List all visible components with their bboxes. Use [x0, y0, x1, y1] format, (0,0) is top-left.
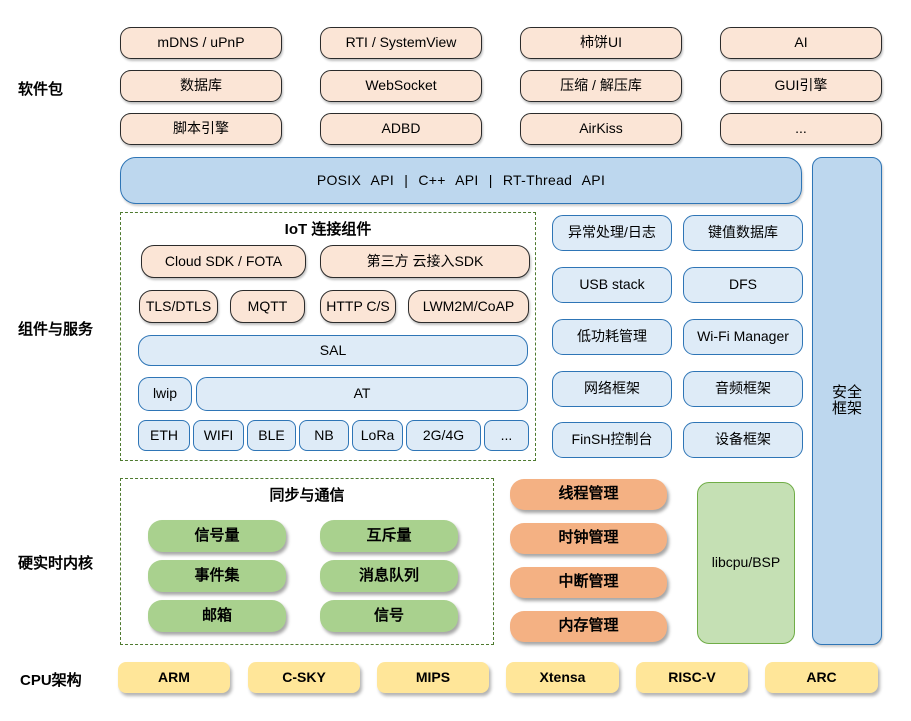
pkg-more: ... [720, 113, 882, 145]
pkg-rti-systemview: RTI / SystemView [320, 27, 482, 59]
svc-dfs: DFS [683, 267, 803, 303]
iot-http-cs: HTTP C/S [320, 290, 396, 323]
iot-link-2g4g: 2G/4G [406, 420, 481, 451]
kernel-interrupt-mgmt: 中断管理 [510, 567, 667, 598]
iot-at-layer: AT [196, 377, 528, 411]
cpu-mips: MIPS [377, 662, 489, 693]
pkg-gui-engine: GUI引擎 [720, 70, 882, 102]
pkg-airkiss: AirKiss [520, 113, 682, 145]
iot-lwm2m-coap: LWM2M/CoAP [408, 290, 529, 323]
iot-sal-layer: SAL [138, 335, 528, 366]
pkg-persimmon-ui: 柿饼UI [520, 27, 682, 59]
kernel-sync-frame [120, 478, 494, 645]
iot-thirdparty-cloud-sdk: 第三方 云接入SDK [320, 245, 530, 278]
svc-exception-log: 异常处理/日志 [552, 215, 672, 251]
kernel-mailbox: 邮箱 [148, 600, 286, 632]
kernel-memory-mgmt: 内存管理 [510, 611, 667, 642]
kernel-sync-title: 同步与通信 [269, 487, 345, 504]
iot-mqtt: MQTT [230, 290, 305, 323]
iot-components-title: IoT 连接组件 [284, 221, 372, 238]
security-framework-column: 安全 框架 [812, 157, 882, 645]
kernel-message-queue: 消息队列 [320, 560, 458, 592]
iot-link-more: ... [484, 420, 529, 451]
iot-tls-dtls: TLS/DTLS [139, 290, 218, 323]
kernel-thread-mgmt: 线程管理 [510, 479, 667, 510]
pkg-ai: AI [720, 27, 882, 59]
iot-lwip: lwip [138, 377, 192, 411]
svc-wifi-manager: Wi-Fi Manager [683, 319, 803, 355]
cpu-csky: C-SKY [248, 662, 360, 693]
section-label-software-packages: 软件包 [18, 81, 64, 98]
section-label-components-services: 组件与服务 [18, 321, 94, 338]
svc-audio-framework: 音频框架 [683, 371, 803, 407]
kernel-semaphore: 信号量 [148, 520, 286, 552]
iot-link-lora: LoRa [352, 420, 403, 451]
svc-finsh-console: FinSH控制台 [552, 422, 672, 458]
kernel-signal: 信号 [320, 600, 458, 632]
cpu-riscv: RISC-V [636, 662, 748, 693]
pkg-websocket: WebSocket [320, 70, 482, 102]
iot-link-wifi: WIFI [193, 420, 244, 451]
pkg-compression: 压缩 / 解压库 [520, 70, 682, 102]
pkg-script-engine: 脚本引擎 [120, 113, 282, 145]
svc-kv-database: 键值数据库 [683, 215, 803, 251]
cpu-xtensa: Xtensa [506, 662, 619, 693]
iot-link-nb: NB [299, 420, 349, 451]
kernel-event-set: 事件集 [148, 560, 286, 592]
pkg-database: 数据库 [120, 70, 282, 102]
api-layer-bar: POSIX API | C++ API | RT-Thread API [120, 157, 802, 204]
iot-cloud-sdk-fota: Cloud SDK / FOTA [141, 245, 306, 278]
cpu-arc: ARC [765, 662, 878, 693]
svc-usb-stack: USB stack [552, 267, 672, 303]
iot-link-ble: BLE [247, 420, 296, 451]
kernel-clock-mgmt: 时钟管理 [510, 523, 667, 554]
pkg-adbd: ADBD [320, 113, 482, 145]
iot-link-eth: ETH [138, 420, 190, 451]
iot-components-frame [120, 212, 536, 461]
kernel-mutex: 互斥量 [320, 520, 458, 552]
svc-device-framework: 设备框架 [683, 422, 803, 458]
kernel-libcpu-bsp: libcpu/BSP [697, 482, 795, 644]
svc-network-framework: 网络框架 [552, 371, 672, 407]
pkg-mdns-upnp: mDNS / uPnP [120, 27, 282, 59]
section-label-kernel: 硬实时内核 [18, 555, 94, 572]
svc-low-power: 低功耗管理 [552, 319, 672, 355]
cpu-arm: ARM [118, 662, 230, 693]
section-label-cpu-arch: CPU架构 [20, 672, 82, 689]
